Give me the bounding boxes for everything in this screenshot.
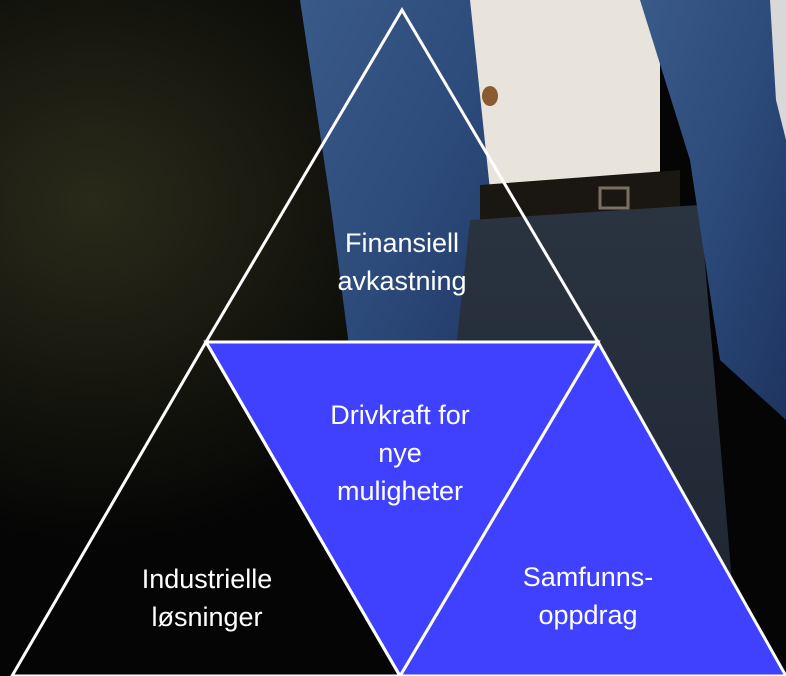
bottom-right-label-line-1: Samfunns- [522,562,654,592]
bottom-left-triangle-label: Industrielle løsninger [92,560,322,636]
triangle-top [203,7,601,344]
triangle-bottom-left [10,339,402,676]
bottom-right-label-line-2: oppdrag [538,600,638,630]
center-triangle-label: Drivkraft for nye muligheter [282,396,518,510]
top-label-line-2: avkastning [337,266,467,296]
blazer-right [640,0,786,420]
shirt [470,0,660,190]
center-label-line-2: nye [378,438,422,468]
bottom-left-label-line-1: Industrielle [141,564,273,594]
center-label-line-1: Drivkraft for [330,400,470,430]
bottom-left-label-line-2: løsninger [151,602,263,632]
bottom-right-triangle-label: Samfunns- oppdrag [478,558,698,634]
center-label-line-3: muligheter [336,476,464,506]
top-triangle-label: Finansiell avkastning [286,224,518,300]
top-label-line-1: Finansiell [344,228,460,258]
